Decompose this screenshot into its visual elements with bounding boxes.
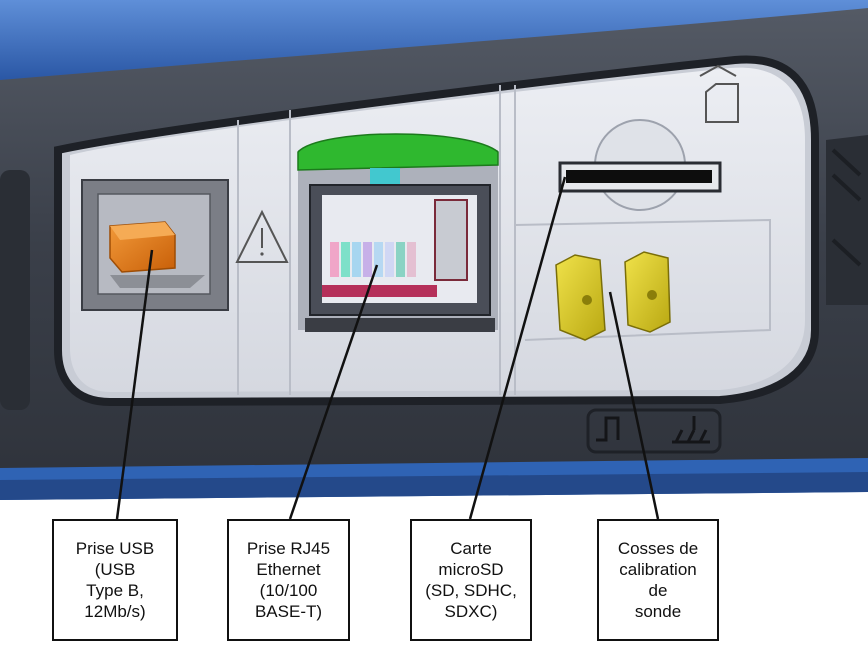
callout-line: (USB — [94, 560, 136, 579]
leader-rj45 — [288, 264, 379, 520]
rj45-port — [297, 133, 499, 332]
callout-line: Prise USB — [75, 539, 155, 558]
callout-line: SDXC) — [444, 602, 498, 621]
ground-icon — [672, 416, 710, 444]
callout-line: microSD — [438, 560, 504, 579]
callout-line: Ethernet — [256, 560, 321, 579]
callout-line: (SD, SDHC, — [425, 581, 517, 600]
callout-line: calibration — [619, 560, 697, 579]
left-grip — [0, 170, 30, 410]
callout-usb-port: Prise USB (USB Type B, 12Mb/s) — [52, 519, 178, 641]
microsd-slot — [558, 64, 739, 211]
leader-usb — [115, 249, 154, 520]
panel-dividers — [237, 85, 771, 395]
callout-line: sonde — [634, 602, 682, 621]
leader-sd — [468, 176, 567, 520]
warning-triangle-icon — [235, 209, 289, 263]
signal-symbol-plate — [586, 408, 722, 454]
callout-line: Type B, — [86, 581, 144, 600]
callout-line: Prise RJ45 — [246, 539, 331, 558]
callout-line: de — [648, 581, 668, 600]
leader-lines — [115, 176, 660, 520]
callout-line: 12Mb/s) — [84, 602, 146, 621]
callout-line: Cosses de — [617, 539, 699, 558]
probe-calibration-lugs — [555, 251, 671, 341]
callout-rj45-port: Prise RJ45 Ethernet (10/100 BASE-T) — [227, 519, 350, 641]
callout-microsd-slot: Carte microSD (SD, SDHC, SDXC) — [410, 519, 532, 641]
square-wave-icon — [596, 416, 620, 442]
rj45-contacts — [330, 242, 416, 277]
callout-line: (10/100 — [259, 581, 318, 600]
leader-probe — [608, 291, 660, 520]
callout-probe-calibration: Cosses de calibration de sonde — [597, 519, 719, 641]
callout-line: BASE-T) — [254, 602, 323, 621]
usb-port — [81, 179, 229, 311]
callout-line: Carte — [450, 539, 492, 558]
sd-card-icon — [705, 83, 739, 123]
